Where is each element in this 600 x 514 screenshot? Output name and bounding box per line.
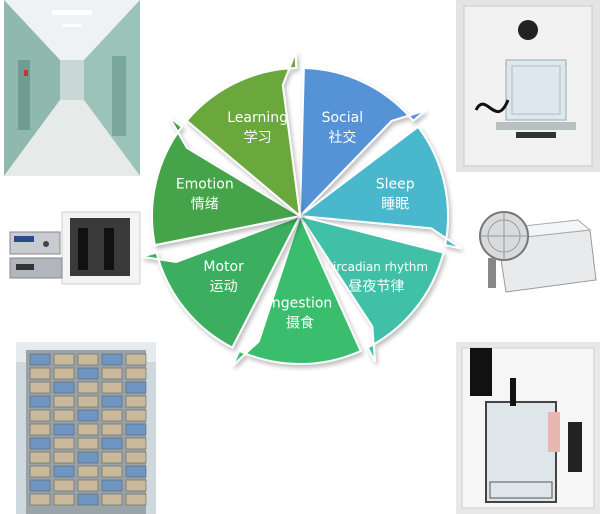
segment-social bbox=[298, 67, 427, 219]
segment-label-social: Social bbox=[322, 110, 364, 126]
segment-learning bbox=[185, 51, 302, 219]
segment-label-motor: Motor bbox=[203, 259, 244, 275]
segment-label-learning: Learning bbox=[227, 110, 288, 126]
segment-label-circadian: Circadian rhythm bbox=[325, 260, 429, 274]
segment-emotion bbox=[151, 116, 303, 247]
segment-label-zh-sleep: 睡眠 bbox=[381, 196, 409, 212]
segment-label-ingestion: Ingestion bbox=[268, 296, 333, 312]
running-wheel-cage-photo bbox=[468, 200, 600, 304]
segment-ingestion bbox=[231, 213, 363, 367]
segment-label-zh-circadian: 昼夜节律 bbox=[348, 279, 404, 295]
segment-label-zh-social: 社交 bbox=[328, 129, 356, 146]
segment-label-zh-emotion: 情绪 bbox=[191, 196, 219, 212]
segment-circadian bbox=[297, 214, 445, 363]
segment-sleep bbox=[297, 125, 462, 250]
segment-label-zh-motor: 运动 bbox=[210, 279, 238, 295]
corridor-photo bbox=[4, 0, 140, 176]
segment-motor bbox=[140, 214, 303, 349]
segment-label-zh-learning: 学习 bbox=[244, 130, 272, 146]
cage-rack-photo bbox=[16, 342, 156, 514]
segment-label-zh-ingestion: 摄食 bbox=[286, 315, 314, 332]
operant-chamber-photo bbox=[456, 342, 600, 514]
cage-chamber-photo bbox=[456, 0, 600, 172]
segment-label-emotion: Emotion bbox=[176, 176, 234, 192]
segment-label-sleep: Sleep bbox=[376, 176, 415, 192]
controller-enclosure-photo bbox=[6, 206, 142, 290]
